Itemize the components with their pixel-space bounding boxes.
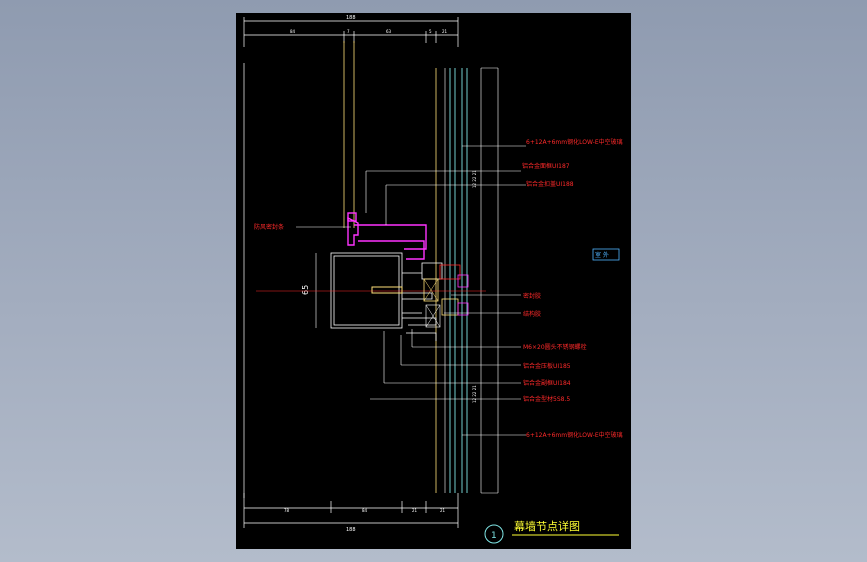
annotation-pressure-plate: 铝合金压板UI185 (523, 362, 571, 370)
gasket-blocks (423, 264, 469, 328)
outer-white-verticals (444, 67, 499, 494)
bottom-overall-dimension: 188 (346, 527, 356, 533)
annotation-windproof-seal: 防风密封条 (254, 223, 284, 231)
annotation-bolt: M6×20圆头不锈钢螺栓 (523, 343, 587, 351)
bottom-dim-seg-3: 21 (412, 508, 418, 513)
annotation-leaders (296, 145, 526, 436)
mullion-lines (343, 41, 437, 493)
bolt-fastener (371, 286, 403, 294)
detail-number: 1 (491, 531, 497, 541)
vertical-height-dimension: 65 (301, 285, 310, 295)
annotation-profile: 铝合金型材5S8.5 (523, 395, 570, 403)
upper-side-dimension: 12 22 21 (472, 170, 477, 188)
outside-label-box (592, 248, 620, 261)
mullion-section (330, 252, 443, 341)
top-dim-seg-2: 7 (347, 29, 350, 34)
top-overall-dimension: 188 (346, 15, 356, 21)
annotation-sealant: 密封胶 (523, 292, 541, 300)
outside-label: 室 外 (595, 251, 609, 259)
curtain-wall-detail-drawing: 188 84 7 63 5 21 12 22 21 12 22 21 (243, 15, 623, 544)
glass-pane-lines (449, 68, 468, 493)
top-dim-seg-3: 63 (386, 29, 392, 34)
bottom-dim-seg-1: 78 (284, 508, 290, 513)
top-dim-seg-5: 21 (442, 29, 448, 34)
drawing-sheet: 188 84 7 63 5 21 12 22 21 12 22 21 (236, 13, 631, 549)
drawing-title: 幕墙节点详图 (514, 519, 580, 533)
annotation-cover-cap: 铝合金扣盖UI188 (526, 180, 574, 188)
annotation-sub-frame: 铝合金副框UI184 (523, 379, 571, 387)
annotation-glass-bottom: 6+12A+6mm钢化LOW-E中空玻璃 (526, 431, 623, 439)
detail-number-circle (484, 524, 504, 544)
annotation-glass-top: 6+12A+6mm钢化LOW-E中空玻璃 (526, 138, 623, 146)
lower-side-dimension: 12 22 21 (472, 385, 477, 403)
annotation-structural-adhesive: 结构胶 (523, 310, 541, 318)
annotation-face-frame: 铝合金面框UI187 (522, 162, 570, 170)
bottom-dim-seg-2: 84 (362, 508, 368, 513)
bottom-dim-seg-4: 21 (440, 508, 446, 513)
top-dim-seg-1: 84 (290, 29, 296, 34)
top-dim-seg-4: 5 (429, 29, 432, 34)
aluminum-frame-profile (347, 212, 427, 260)
bottom-dimension-chain (243, 493, 459, 528)
top-dimension-chain (243, 17, 459, 47)
